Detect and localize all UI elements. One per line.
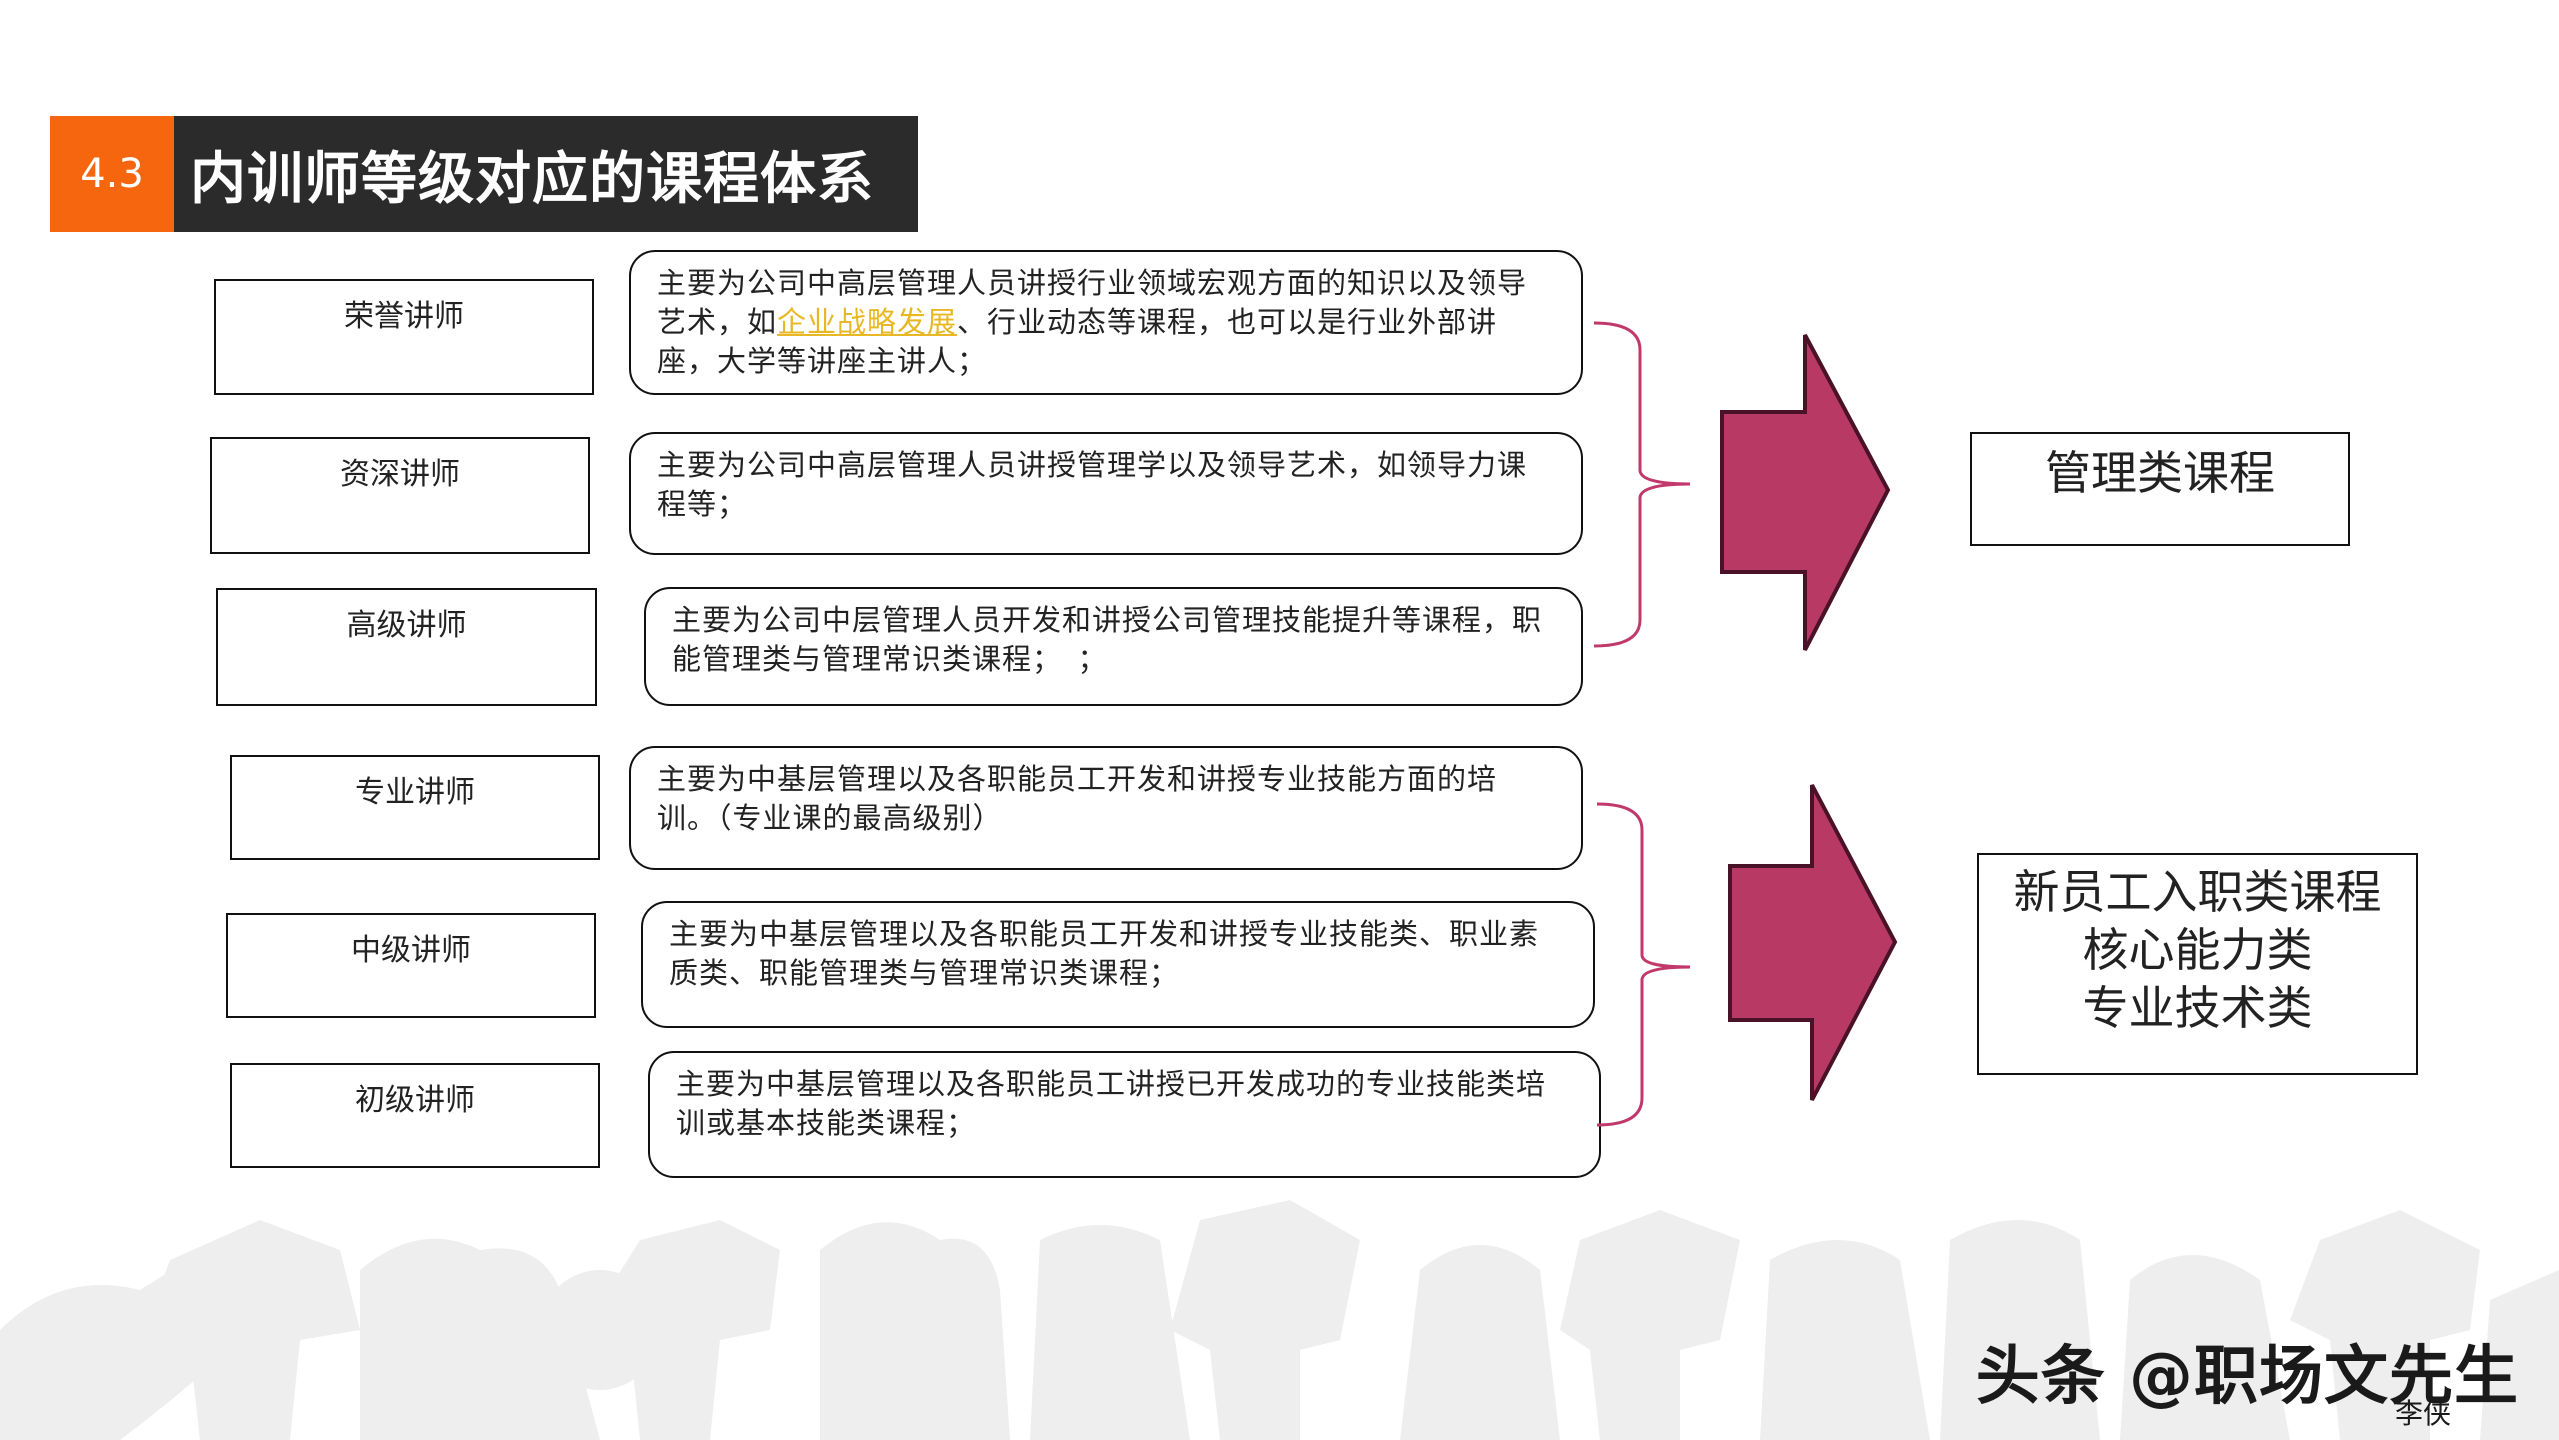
desc-box-professional: 主要为中基层管理以及各职能员工开发和讲授专业技能方面的培训。（专业课的最高级别）	[629, 746, 1583, 870]
desc-text: 主要为公司中层管理人员开发和讲授公司管理技能提升等课程，职能管理类与管理常识类课…	[672, 603, 1543, 676]
level-box-professional: 专业讲师	[230, 755, 600, 860]
desc-text: 主要为中基层管理以及各职能员工开发和讲授专业技能方面的培训。（专业课的最高级别）	[657, 762, 1498, 835]
target-label: 核心能力类	[2082, 923, 2313, 977]
target-professional-courses: 新员工入职类课程 核心能力类 专业技术类	[1977, 853, 2418, 1075]
level-label: 中级讲师	[351, 933, 471, 968]
desc-box-honor: 主要为公司中高层管理人员讲授行业领域宏观方面的知识以及领导艺术，如企业战略发展、…	[629, 250, 1583, 395]
watermark: 头条 @职场文先生	[1975, 1340, 2519, 1414]
level-label: 高级讲师	[346, 608, 467, 643]
desc-text: 主要为中基层管理以及各职能员工讲授已开发成功的专业技能类培训或基本技能类课程；	[676, 1067, 1547, 1140]
target-management-courses: 管理类课程	[1970, 432, 2350, 546]
bracket-management	[1593, 321, 1691, 648]
level-label: 资深讲师	[340, 457, 460, 492]
level-label: 荣誉讲师	[344, 299, 464, 334]
target-label: 管理类课程	[2045, 446, 2275, 500]
desc-text: 、行业动态等课程，也可以是行业外部讲座，大学等讲座主讲人；	[657, 305, 1498, 378]
target-label: 新员工入职类课程	[2013, 865, 2382, 919]
desc-text: 主要为中基层管理以及各职能员工开发和讲授专业技能类、职业素质类、职能管理类与管理…	[669, 917, 1540, 990]
level-label: 专业讲师	[355, 775, 475, 810]
bracket-professional	[1596, 802, 1691, 1127]
desc-highlight-link[interactable]: 企业战略发展	[777, 305, 958, 339]
desc-box-intermediate: 主要为中基层管理以及各职能员工开发和讲授专业技能类、职业素质类、职能管理类与管理…	[641, 901, 1595, 1028]
level-box-junior: 初级讲师	[230, 1063, 600, 1168]
page-title: 内训师等级对应的课程体系	[174, 116, 918, 232]
level-label: 初级讲师	[355, 1083, 475, 1118]
level-box-intermediate: 中级讲师	[226, 913, 596, 1018]
target-label: 专业技术类	[2082, 981, 2313, 1035]
arrow-professional	[1728, 784, 1898, 1101]
arrow-management	[1720, 334, 1891, 651]
watermark-sub: 李侠	[2395, 1397, 2452, 1430]
background-silhouettes	[0, 1200, 2559, 1440]
section-number: 4.3	[50, 116, 174, 232]
desc-text: 主要为公司中高层管理人员讲授行业领域宏观方面的知识以及领导艺术，如	[657, 266, 1528, 339]
level-box-senior: 资深讲师	[210, 437, 590, 554]
level-box-honor: 荣誉讲师	[214, 279, 594, 395]
desc-box-senior: 主要为公司中高层管理人员讲授管理学以及领导艺术，如领导力课程等；	[629, 432, 1583, 555]
level-box-advanced: 高级讲师	[216, 588, 597, 706]
desc-text: 主要为公司中高层管理人员讲授管理学以及领导艺术，如领导力课程等；	[657, 448, 1528, 521]
desc-box-advanced: 主要为公司中层管理人员开发和讲授公司管理技能提升等课程，职能管理类与管理常识类课…	[644, 587, 1583, 706]
desc-box-junior: 主要为中基层管理以及各职能员工讲授已开发成功的专业技能类培训或基本技能类课程；	[648, 1051, 1601, 1178]
